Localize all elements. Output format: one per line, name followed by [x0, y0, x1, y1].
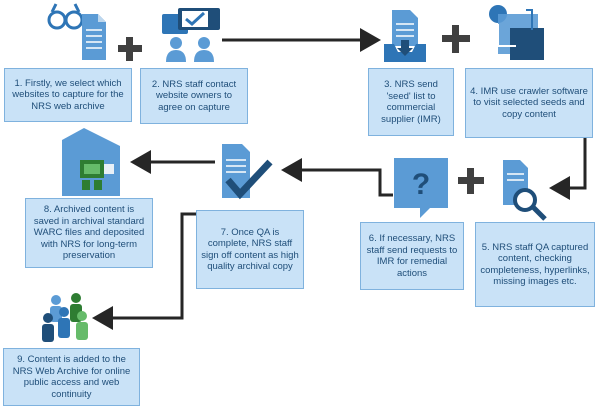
- question-chat-icon: ?: [394, 158, 448, 218]
- plus-icon: [118, 37, 142, 61]
- step-9-box: 9. Content is added to the NRS Web Archi…: [3, 348, 140, 406]
- inbox-download-icon: [384, 10, 426, 62]
- step-3-text: 3. NRS send 'seed' list to commercial su…: [381, 79, 441, 125]
- step-4-box: 4. IMR use crawler software to visit sel…: [465, 68, 593, 138]
- step-5-box: 5. NRS staff QA captured content, checki…: [475, 222, 595, 307]
- step-1-box: 1. Firstly, we select which websites to …: [4, 68, 132, 122]
- people-group-icon: [42, 293, 88, 342]
- step-7-box: 7. Once QA is complete, NRS staff sign o…: [196, 210, 304, 289]
- step-3-box: 3. NRS send 'seed' list to commercial su…: [368, 68, 454, 136]
- binoculars-icon: [47, 3, 84, 30]
- step-2-box: 2. NRS staff contact website owners to a…: [140, 68, 248, 124]
- step-6-text: 6. If necessary, NRS staff send requests…: [366, 233, 458, 279]
- step-9-text: 9. Content is added to the NRS Web Archi…: [12, 354, 131, 400]
- archive-building-icon: [62, 128, 120, 196]
- step-8-text: 8. Archived content is saved in archival…: [33, 204, 145, 262]
- people-chat-icon: [162, 8, 220, 62]
- step-4-text: 4. IMR use crawler software to visit sel…: [470, 85, 588, 120]
- plus-icon: [442, 25, 470, 53]
- magnifier-document-icon: [503, 160, 547, 221]
- checkmark-document-icon: [222, 144, 273, 200]
- network-crawler-icon: [489, 5, 544, 60]
- step-7-text: 7. Once QA is complete, NRS staff sign o…: [201, 226, 299, 273]
- step-1-text: 1. Firstly, we select which websites to …: [12, 77, 124, 112]
- step-2-text: 2. NRS staff contact website owners to a…: [151, 78, 237, 113]
- step-8-box: 8. Archived content is saved in archival…: [25, 198, 153, 268]
- arrow-7-to-9: [92, 212, 196, 330]
- svg-text:?: ?: [412, 168, 430, 201]
- document-icon: [82, 14, 106, 60]
- plus-icon: [458, 168, 484, 194]
- arrow-6-to-7: [281, 158, 393, 197]
- step-5-text: 5. NRS staff QA captured content, checki…: [480, 241, 590, 288]
- arrow-4-to-5: [549, 138, 587, 200]
- step-6-box: 6. If necessary, NRS staff send requests…: [360, 222, 464, 290]
